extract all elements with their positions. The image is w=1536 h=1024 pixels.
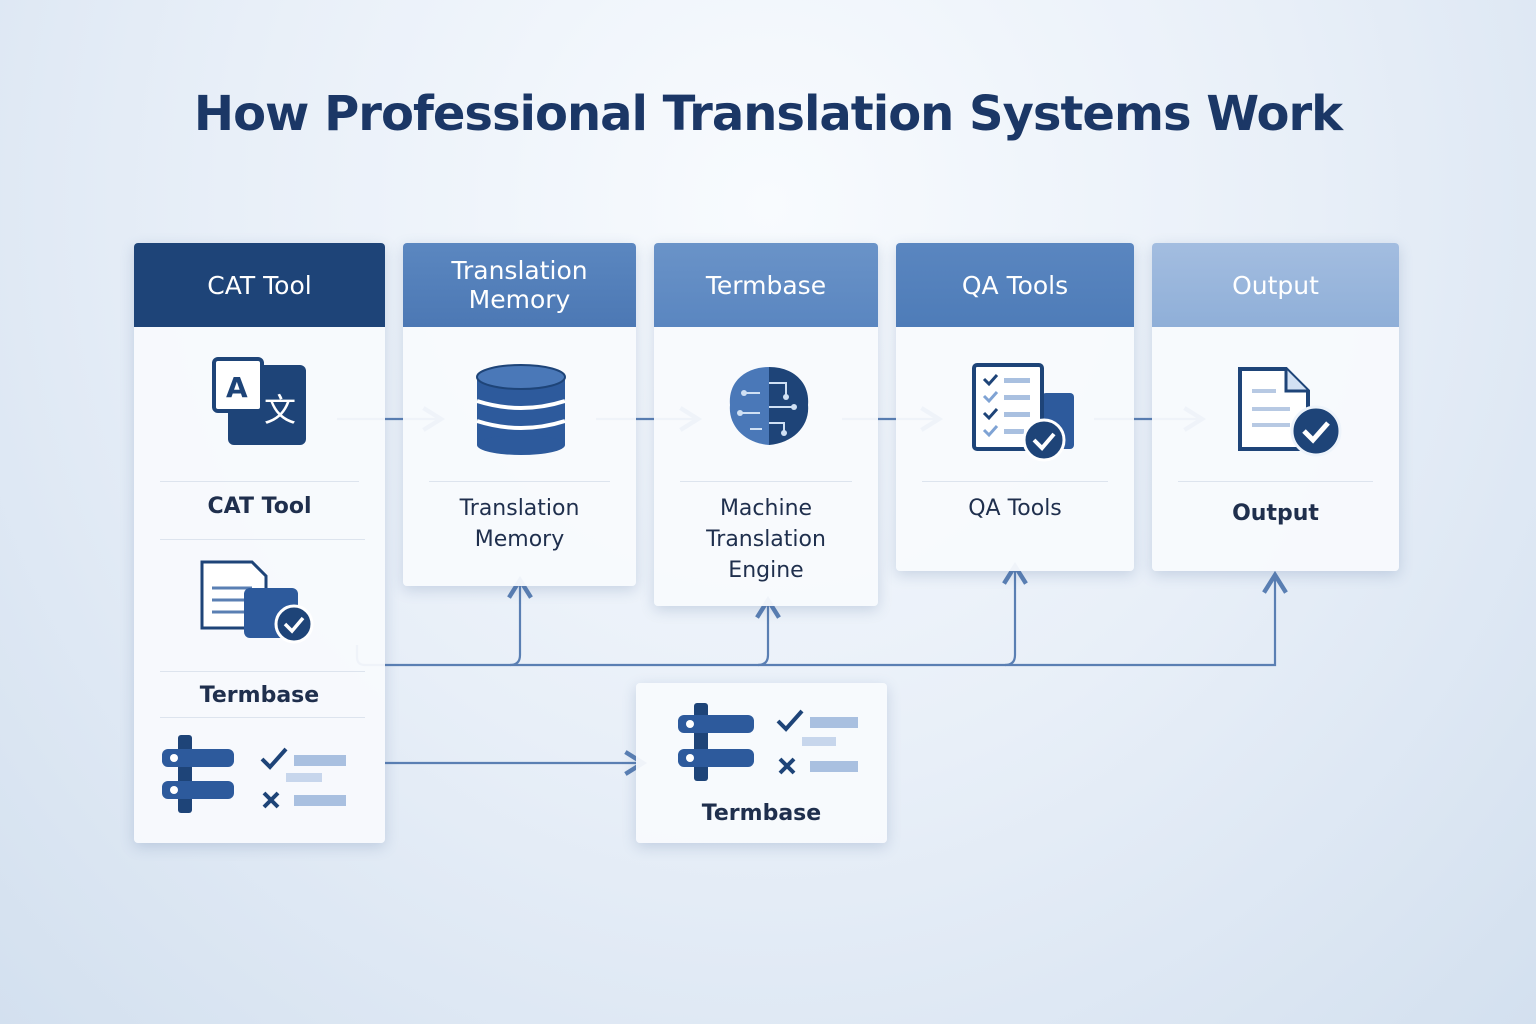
translate-icon: A 文 — [212, 357, 306, 445]
card-label: Translation Memory — [459, 496, 580, 552]
card-label: Machine Translation Engine — [706, 496, 826, 583]
svg-text:文: 文 — [264, 391, 296, 429]
card-header: Output — [1152, 243, 1399, 327]
page-title: How Professional Translation Systems Wor… — [193, 86, 1343, 142]
document-approved-icon — [1238, 367, 1342, 457]
card-qa-tools: QA Tools QA Tools — [896, 243, 1134, 571]
card-machine-translation: Termbase Machine Translation Engine — [654, 243, 878, 606]
card-translation-memory: Translation Memory Translation Memory — [403, 243, 636, 586]
termbase-icon — [678, 703, 858, 781]
card-label: Output — [1232, 501, 1319, 526]
svg-text:A: A — [226, 371, 248, 404]
card-header: Translation Memory — [403, 243, 636, 327]
document-check-icon — [200, 560, 314, 644]
card-header: QA Tools — [896, 243, 1134, 327]
card-output: Output Output — [1152, 243, 1399, 571]
card-termbase-bottom: Termbase — [636, 683, 887, 843]
termbase-icon — [162, 735, 346, 813]
database-icon — [476, 364, 566, 455]
card-sub-label: Termbase — [199, 683, 320, 708]
checklist-icon — [972, 363, 1074, 462]
card-header: Termbase — [654, 243, 878, 327]
card-label: Termbase — [701, 801, 822, 826]
card-label: CAT Tool — [207, 494, 312, 519]
card-header: CAT Tool — [134, 243, 385, 327]
card-label: QA Tools — [968, 496, 1062, 521]
brain-circuit-icon — [729, 367, 809, 445]
card-cat-tool: CAT Tool A 文 CAT Tool Termbase — [134, 243, 385, 843]
